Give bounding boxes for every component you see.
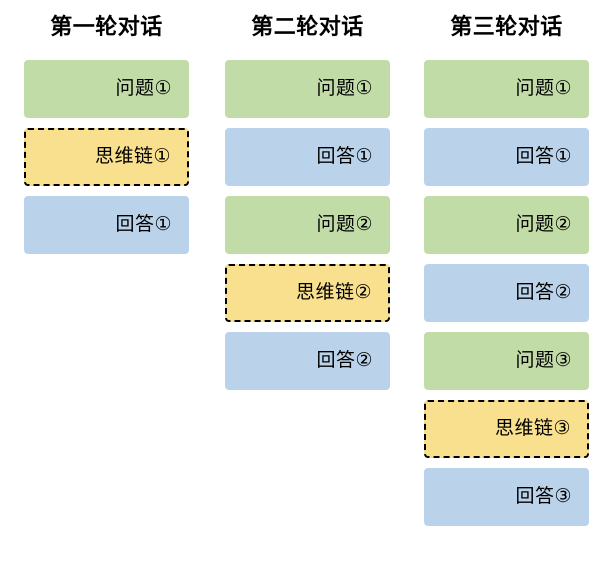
- box-stack-2: 问题① 回答① 问题② 思维链② 回答②: [225, 60, 390, 400]
- message-box-question[interactable]: 问题②: [424, 196, 589, 254]
- message-box-question[interactable]: 问题①: [24, 60, 189, 118]
- message-box-question[interactable]: 问题①: [424, 60, 589, 118]
- dialogue-column-3: 第三轮对话 问题① 回答① 问题② 回答② 问题③ 思维链③ 回答③: [424, 0, 589, 569]
- column-header-1: 第一轮对话: [50, 14, 163, 39]
- message-box-chain-of-thought[interactable]: 思维链③: [424, 400, 589, 458]
- column-header-3: 第三轮对话: [450, 14, 563, 39]
- message-box-answer[interactable]: 回答③: [424, 468, 589, 526]
- column-header-2: 第二轮对话: [251, 14, 364, 39]
- message-box-question[interactable]: 问题②: [225, 196, 390, 254]
- message-box-question[interactable]: 问题③: [424, 332, 589, 390]
- message-box-answer[interactable]: 回答②: [225, 332, 390, 390]
- message-box-answer[interactable]: 回答①: [24, 196, 189, 254]
- box-stack-3: 问题① 回答① 问题② 回答② 问题③ 思维链③ 回答③: [424, 60, 589, 536]
- dialogue-column-1: 第一轮对话 问题① 思维链① 回答①: [24, 0, 189, 569]
- message-box-answer[interactable]: 回答②: [424, 264, 589, 322]
- message-box-question[interactable]: 问题①: [225, 60, 390, 118]
- dialogue-column-2: 第二轮对话 问题① 回答① 问题② 思维链② 回答②: [225, 0, 390, 569]
- message-box-chain-of-thought[interactable]: 思维链①: [24, 128, 189, 186]
- message-box-chain-of-thought[interactable]: 思维链②: [225, 264, 390, 322]
- box-stack-1: 问题① 思维链① 回答①: [24, 60, 189, 264]
- message-box-answer[interactable]: 回答①: [225, 128, 390, 186]
- message-box-answer[interactable]: 回答①: [424, 128, 589, 186]
